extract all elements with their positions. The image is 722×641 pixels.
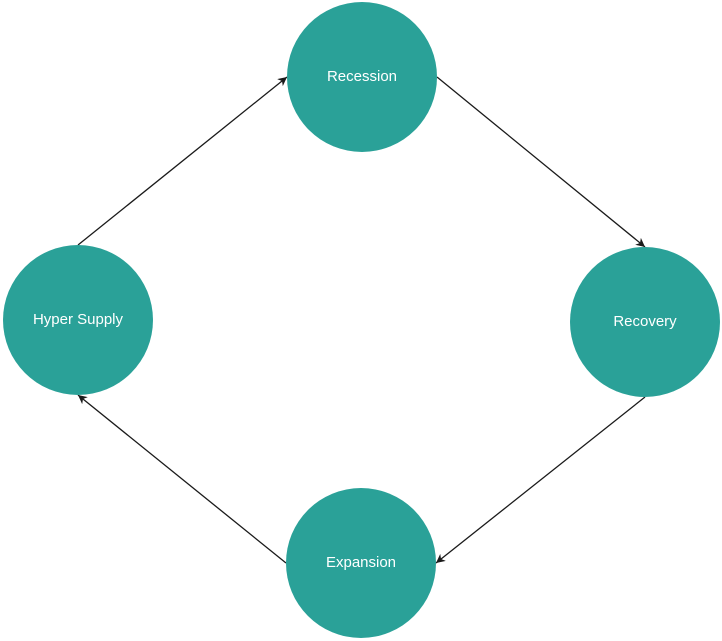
node-hyper-supply[interactable]: Hyper Supply — [3, 245, 153, 395]
edge-recovery-to-expansion[interactable] — [435, 396, 646, 564]
node-recession[interactable]: Recession — [287, 2, 437, 152]
node-recovery[interactable]: Recovery — [570, 247, 720, 397]
node-expansion-label: Expansion — [325, 554, 397, 571]
node-hyper-supply-label: Hyper Supply — [32, 311, 124, 328]
node-expansion[interactable]: Expansion — [286, 488, 436, 638]
edge-expansion-to-hyper-supply[interactable] — [77, 394, 287, 564]
node-recovery-label: Recovery — [613, 313, 677, 330]
edge-hyper-supply-to-recession[interactable] — [77, 76, 288, 246]
edge-recession-to-recovery[interactable] — [436, 76, 646, 248]
node-recession-label: Recession — [326, 68, 398, 85]
